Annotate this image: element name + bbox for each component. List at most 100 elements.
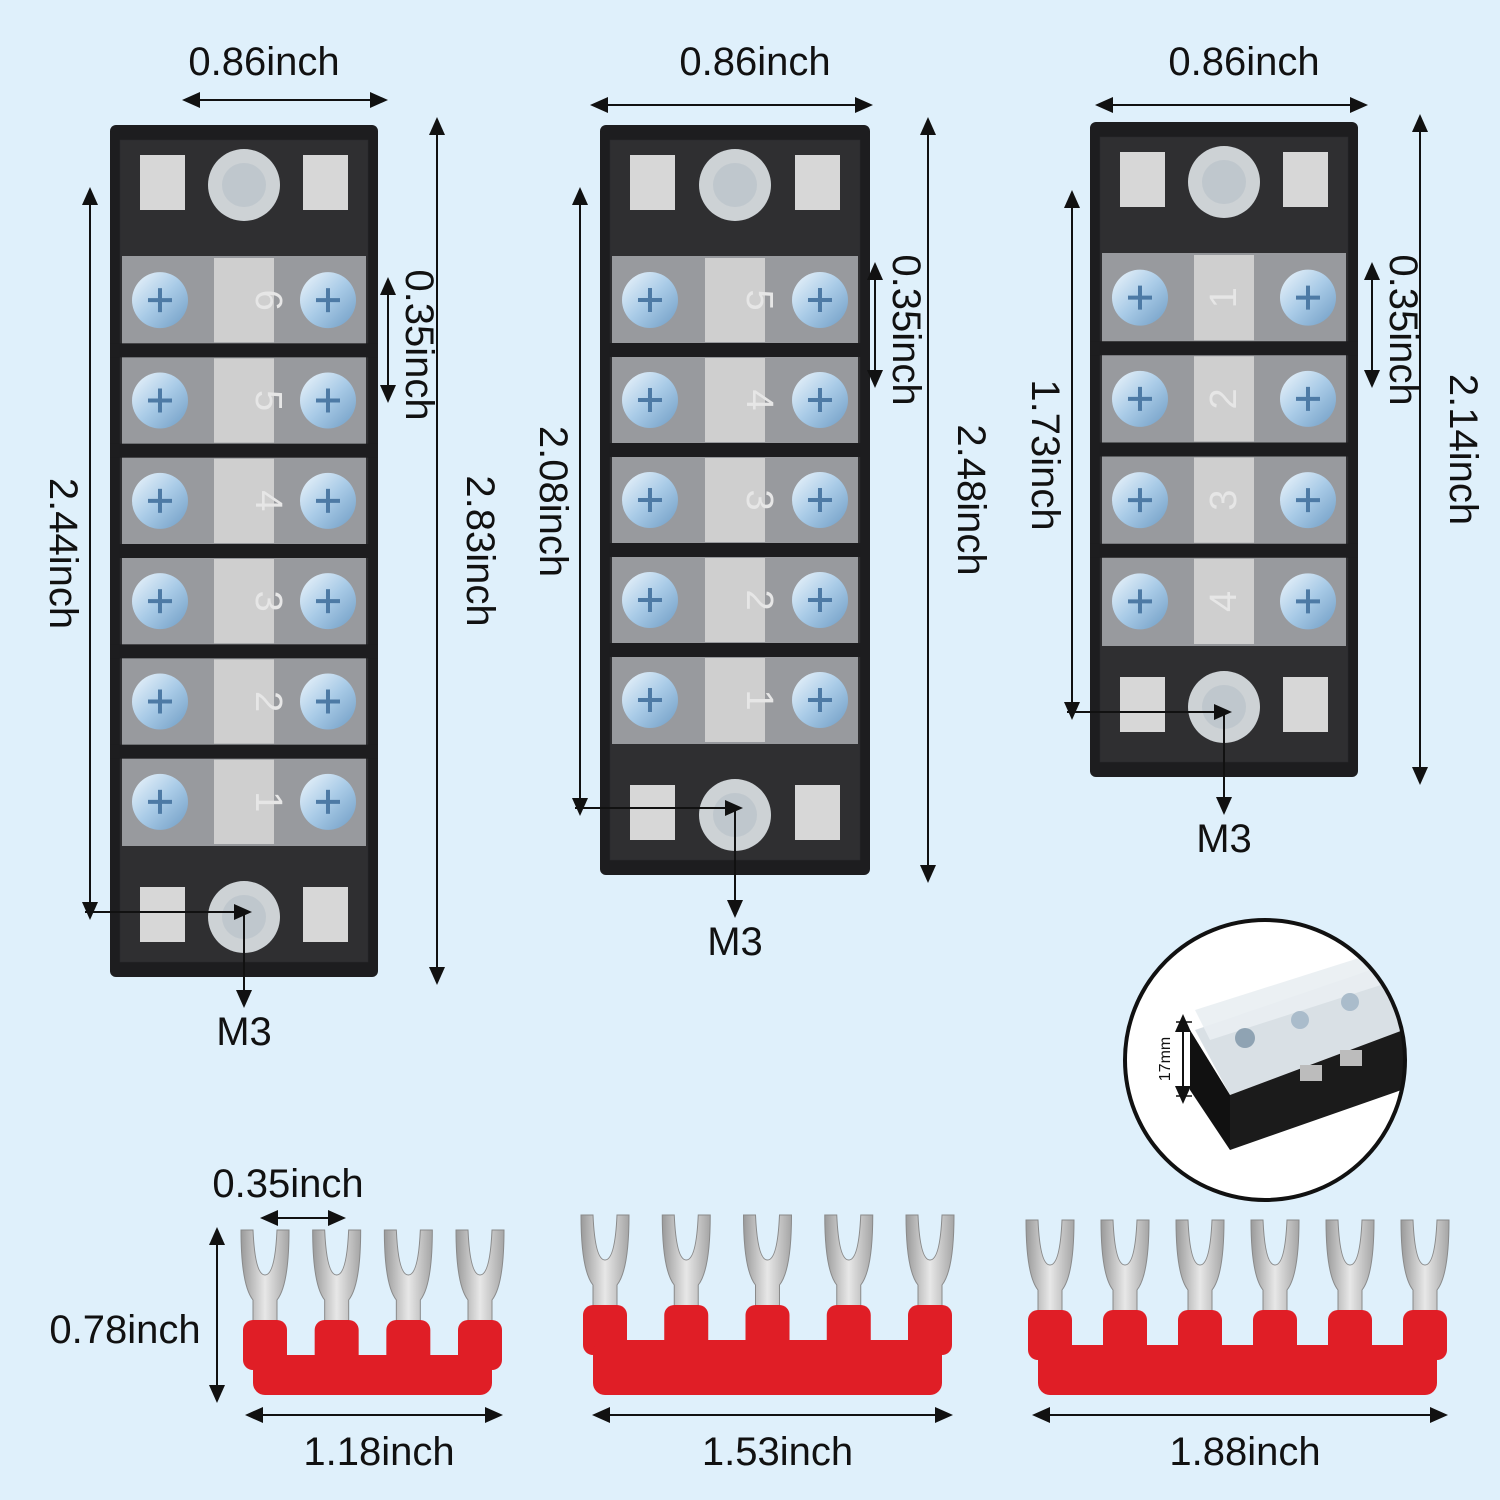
fork-prong — [1250, 1219, 1300, 1360]
screw-icon — [622, 472, 678, 528]
mount-pad — [303, 155, 348, 210]
screw-icon — [792, 572, 848, 628]
terminal-row: 2 — [612, 556, 858, 644]
width-label: 0.86inch — [188, 40, 339, 84]
terminal-plate — [214, 258, 274, 343]
screw-icon — [132, 272, 188, 329]
terminal-plate — [705, 358, 765, 442]
fork-prong — [661, 1214, 711, 1355]
screw-icon — [622, 672, 678, 728]
mount-pad — [630, 785, 675, 840]
total-height-label: 2.83inch — [458, 475, 502, 626]
fork-prong — [1025, 1219, 1075, 1360]
fork-prong — [1400, 1219, 1450, 1360]
screw-icon — [300, 472, 356, 529]
screw-icon — [1112, 472, 1168, 529]
mount-pad — [140, 155, 185, 210]
jumper-strip-2: 1.53inch — [580, 1214, 955, 1474]
terminal-row: 4 — [1102, 556, 1346, 646]
terminal-row: 3 — [122, 557, 366, 646]
divider — [110, 343, 378, 358]
terminal-number: 6 — [247, 290, 289, 311]
terminal-plate — [705, 558, 765, 642]
terminal-row: 1 — [122, 757, 366, 846]
terminal-row: 2 — [122, 657, 366, 746]
terminal-plate — [214, 659, 274, 744]
terminal-plate — [705, 458, 765, 542]
terminal-row: 5 — [612, 256, 858, 344]
divider — [600, 443, 870, 457]
terminal-row: 4 — [612, 356, 858, 444]
divider — [110, 544, 378, 558]
terminal-row: 6 — [122, 256, 366, 345]
strip-length-label: 1.88inch — [1169, 1430, 1320, 1474]
mount-pad — [140, 887, 185, 942]
screw-icon — [132, 372, 188, 429]
strip-pitch-label: 0.35inch — [212, 1162, 363, 1206]
pitch-label: 0.35inch — [397, 269, 441, 420]
terminal-number: 1 — [738, 689, 780, 710]
mount-pad — [795, 785, 840, 840]
terminal-number: 3 — [247, 591, 289, 612]
terminal-number: 3 — [738, 489, 780, 510]
pitch-label: 0.35inch — [1381, 254, 1425, 405]
screw-icon — [1280, 573, 1336, 630]
total-height-label: 2.48inch — [949, 424, 993, 575]
screw-icon — [132, 673, 188, 730]
terminal-plate — [214, 358, 274, 443]
terminal-number: 1 — [247, 791, 289, 812]
jumper-strip-1: 1.18inch — [240, 1229, 505, 1474]
mount-pad — [795, 155, 840, 210]
screw-icon — [1112, 573, 1168, 630]
terminal-row: 5 — [122, 356, 366, 445]
inset-zoom: 17mm — [1123, 918, 1407, 1202]
divider — [110, 443, 378, 458]
m3-label: M3 — [707, 920, 763, 964]
terminal-number: 5 — [247, 390, 289, 411]
terminal-number: 2 — [247, 691, 289, 712]
fork-prong — [580, 1214, 630, 1355]
terminal-plate — [1194, 457, 1254, 543]
divider — [600, 643, 870, 657]
terminal-row: 3 — [612, 456, 858, 544]
fork-prong — [742, 1214, 793, 1355]
hole-pitch-label: 2.44inch — [41, 478, 85, 629]
mount-pad — [1120, 152, 1165, 207]
screw-icon — [622, 372, 678, 428]
terminal-plate — [705, 258, 765, 342]
divider — [1090, 442, 1358, 457]
terminal-number: 2 — [738, 589, 780, 610]
screw-icon — [1280, 472, 1336, 529]
screw-icon — [300, 272, 356, 329]
mount-pad — [630, 155, 675, 210]
terminal-row: 4 — [122, 456, 366, 545]
screw-icon — [300, 573, 356, 630]
terminal-number: 4 — [738, 389, 780, 410]
divider — [110, 644, 378, 659]
terminal-number: 2 — [1203, 388, 1245, 409]
fork-prong — [1175, 1219, 1225, 1360]
mount-hole-center — [713, 163, 757, 207]
m3-label: M3 — [1196, 817, 1252, 861]
terminal-plate — [214, 559, 274, 644]
strip-bar — [253, 1355, 492, 1395]
pitch-label: 0.35inch — [884, 254, 928, 405]
fork-prong — [240, 1229, 290, 1370]
screw-icon — [1280, 269, 1336, 326]
total-height-label: 2.14inch — [1441, 374, 1485, 525]
divider — [110, 744, 378, 759]
terminal-plate — [1194, 558, 1254, 644]
strip-length-label: 1.53inch — [702, 1430, 853, 1474]
m3-label: M3 — [216, 1010, 272, 1054]
screw-icon — [792, 672, 848, 728]
terminal-number: 4 — [1203, 591, 1245, 612]
fork-prong — [383, 1229, 433, 1370]
terminal-row: 1 — [1102, 253, 1346, 343]
divider — [1090, 543, 1358, 558]
strip-length-label: 1.18inch — [303, 1430, 454, 1474]
divider — [1090, 341, 1358, 356]
mount-hole-center — [1202, 160, 1246, 204]
